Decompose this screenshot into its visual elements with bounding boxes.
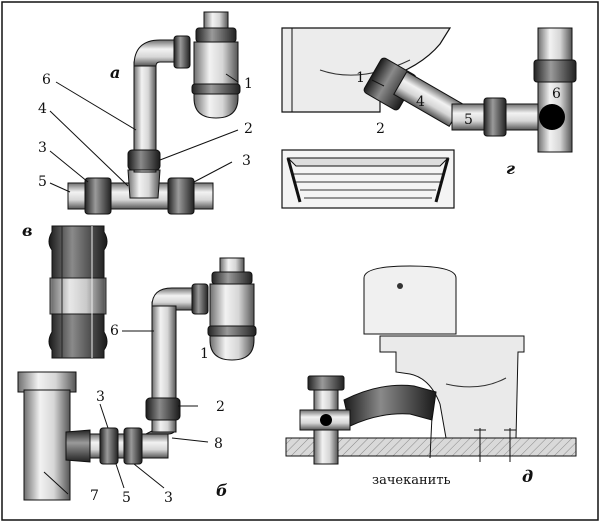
siphon-collar-b (211, 271, 253, 285)
callout-b-5: 5 (122, 490, 131, 506)
tee-opening-g (539, 104, 565, 130)
callout-a-5: 5 (38, 174, 47, 190)
top-elbow-b (151, 287, 201, 311)
gasket-band (49, 277, 107, 315)
callout-b-7: 7 (90, 488, 99, 504)
callout-a-1: 1 (244, 76, 253, 92)
coupling-b-1 (99, 427, 119, 465)
coupling-right-a (167, 177, 195, 215)
outlet-bend-d (343, 384, 437, 427)
callout-b-2: 2 (216, 399, 225, 415)
cross-opening-d (320, 414, 332, 426)
flush-button-d (397, 283, 403, 289)
panel-d-leaders (429, 415, 433, 459)
siphon-collar-a (195, 27, 237, 43)
riser-collar-g (533, 59, 577, 83)
panel-b-assembly (17, 257, 257, 501)
callout-b-3-left: 3 (96, 389, 105, 405)
nut-a (127, 149, 161, 171)
riser-g (537, 27, 573, 153)
panel-a-assembly (67, 11, 241, 215)
socket-pipe-b (23, 389, 71, 501)
panel-label-d: д (522, 467, 533, 486)
panel-label-v: в (22, 221, 33, 240)
siphon-bowl-a (193, 41, 239, 119)
siphon-bowl-b (209, 283, 255, 361)
socket-top-b (17, 371, 77, 393)
callout-b-3-right: 3 (164, 490, 173, 506)
coupling-b-2 (123, 427, 143, 465)
callout-a-4: 4 (38, 101, 47, 117)
callout-g-1: 1 (356, 70, 365, 86)
caption-caulk: зачеканить (372, 473, 451, 488)
callout-b-6: 6 (110, 323, 119, 339)
cone-b (65, 429, 91, 463)
panel-d-assembly (285, 265, 577, 465)
callout-g-5: 5 (464, 112, 473, 128)
riser-collar-d (307, 375, 345, 391)
panel-b-leaders (43, 330, 209, 495)
callout-g-6: 6 (552, 86, 561, 102)
callout-a-3-left: 3 (38, 140, 47, 156)
panel-label-g: г (506, 159, 515, 178)
callout-a-6: 6 (42, 72, 51, 88)
coupling-left-a (84, 177, 112, 215)
cistern-d (363, 265, 457, 335)
top-nut-b (191, 283, 209, 315)
elbow-nut-a (173, 35, 191, 69)
callout-a-3-right: 3 (242, 153, 251, 169)
siphon-ring-b (207, 325, 257, 337)
bowl-d (379, 335, 525, 439)
callout-g-2: 2 (376, 121, 385, 137)
panel-g-leaders (371, 79, 385, 87)
callout-b-8: 8 (214, 436, 223, 452)
panel-a-leaders (49, 73, 239, 193)
callout-g-4: 4 (416, 94, 425, 110)
tee-a (127, 169, 161, 199)
panel-label-a: а (110, 63, 120, 82)
coupling-g (483, 97, 507, 137)
siphon-ring-a (191, 83, 241, 95)
panel-g-assembly (281, 27, 577, 209)
panel-v-gasket (48, 225, 108, 359)
callout-b-1: 1 (200, 346, 209, 362)
panel-label-b: б (216, 481, 228, 500)
nut-b (145, 397, 181, 421)
callout-a-2: 2 (244, 121, 253, 137)
